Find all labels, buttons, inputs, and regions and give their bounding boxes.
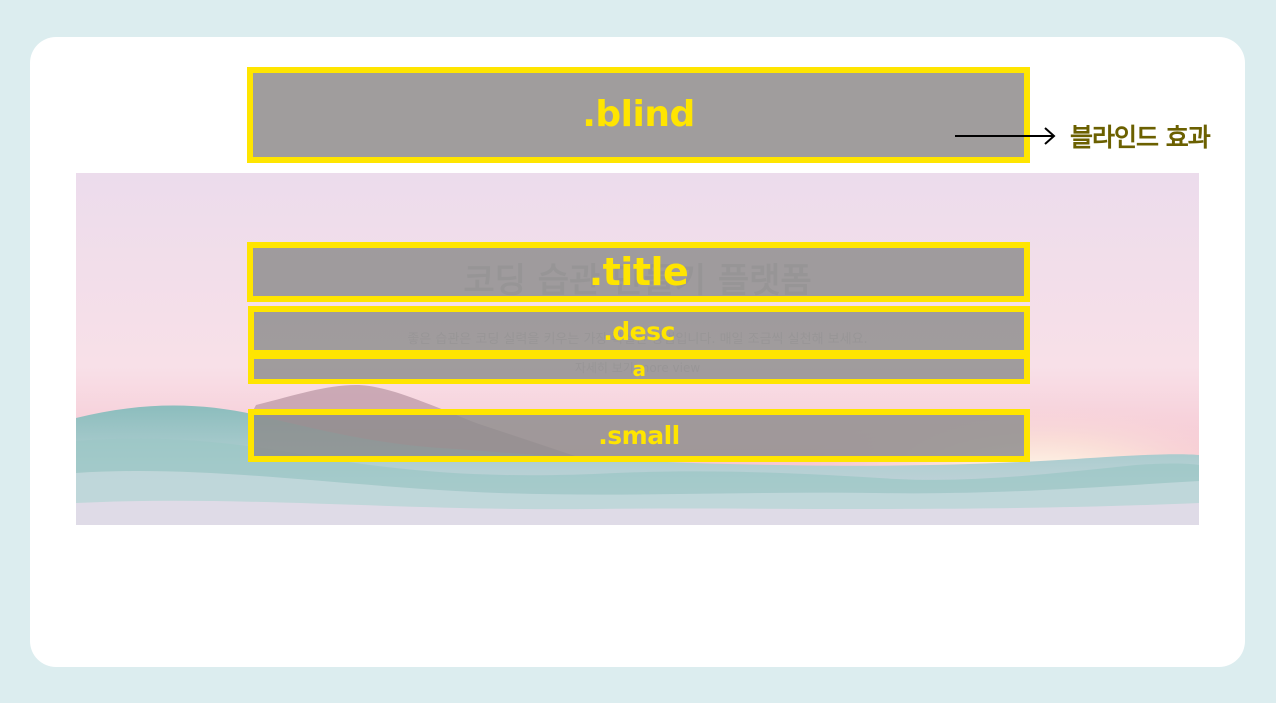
small-box: .small [248,409,1030,462]
blind-box: .blind [247,67,1030,163]
right-arrow-icon [955,127,1056,145]
link-box[interactable]: a [248,355,1030,384]
link-label[interactable]: a [632,357,647,381]
desc-box: .desc [248,306,1030,356]
small-label: .small [598,421,680,450]
blind-label: .blind [582,94,695,135]
title-label: .title [588,250,689,294]
blind-effect-annotation: 블라인드 효과 [1070,123,1211,152]
title-box: .title [247,242,1030,302]
desc-label: .desc [603,316,675,346]
